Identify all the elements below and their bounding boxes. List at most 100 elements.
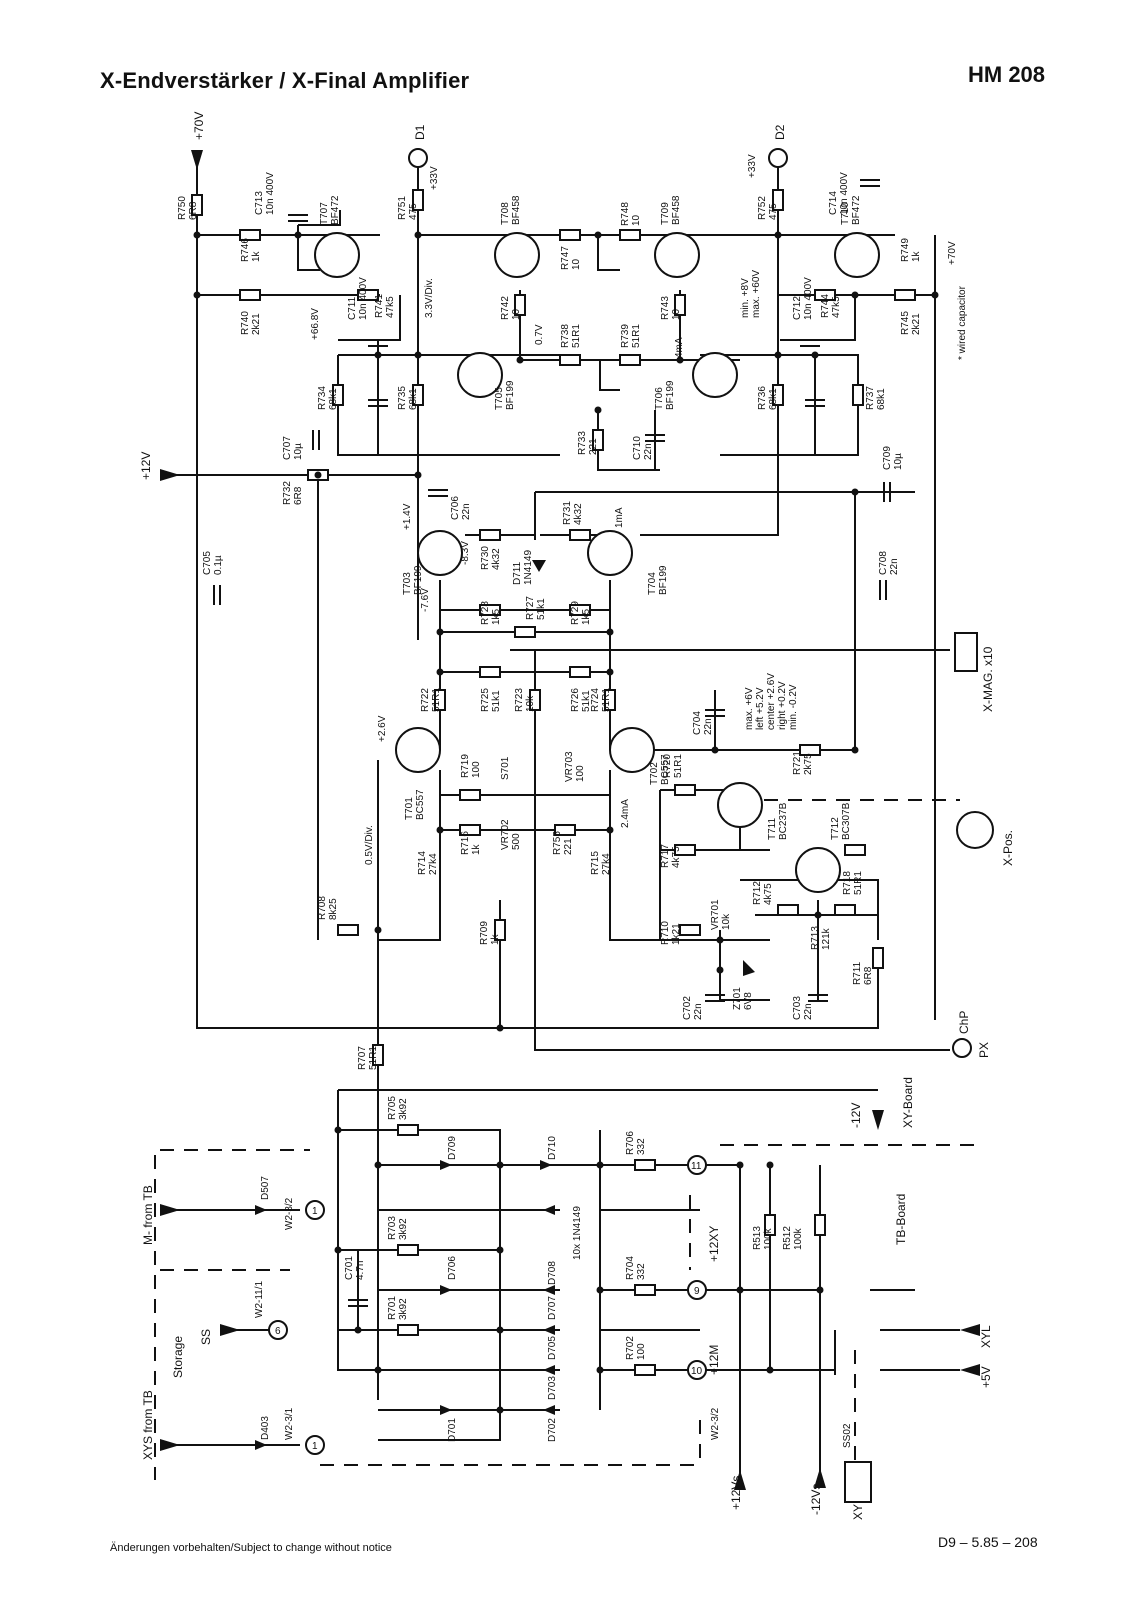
resistor-value-r717: 4k75 [671, 846, 682, 868]
xpos-note-line-4: min. -0.2V [788, 684, 799, 730]
part-ref-d708: D708 [547, 1261, 558, 1285]
resistor-value-r512: 100k [793, 1227, 804, 1250]
resistor-value-r720: 51R1 [673, 754, 684, 778]
capacitor-value-c710: 22n [643, 443, 654, 460]
transistor-ref-t708: T708 [500, 202, 511, 225]
capacitor-ref-c702: C702 [682, 996, 693, 1020]
page-title: X-Endverstärker / X-Final Amplifier [100, 68, 470, 93]
part-ref-d507: D507 [260, 1176, 271, 1200]
resistor-value-r736: 68k1 [768, 388, 779, 410]
resistor-ref-r721: R721 [792, 751, 803, 775]
xpos-note-line-1: left +5.2V [755, 687, 766, 730]
resistor-ref-r729: R729 [570, 601, 581, 625]
resistor-ref-r752: R752 [757, 196, 768, 220]
part-value-z701: 6V8 [743, 992, 754, 1010]
resistor-value-r721: 2k75 [803, 753, 814, 775]
rail-label-p12m: +12M [707, 1345, 721, 1375]
voltage-label-5: -7.6V [420, 588, 431, 612]
pin-1a: 1 [312, 1206, 318, 1217]
transistor-ref-t706: T706 [654, 387, 665, 410]
resistor-value-r739: 51R1 [631, 324, 642, 348]
resistor-value-r749: 1k [911, 250, 922, 262]
resistor-value-r748: 10 [631, 214, 642, 226]
resistor-value-r728: 1k5 [491, 608, 502, 625]
capacitor-value-c709: 10µ [893, 453, 904, 470]
resistor-value-r724: 51R1 [601, 688, 612, 712]
resistor-ref-r704: R704 [625, 1256, 636, 1280]
resistor-ref-r730: R730 [480, 546, 491, 570]
rail-label-p12xy: +12XY [707, 1226, 721, 1262]
pin-10: 10 [691, 1366, 703, 1377]
transistor-ref-t710: T710 [840, 202, 851, 225]
resistor-ref-r749: R749 [900, 238, 911, 262]
resistor-ref-r732: R732 [282, 481, 293, 505]
resistor-ref-r725: R725 [480, 688, 491, 712]
part-value-vr701: 10k [721, 913, 732, 930]
resistor-ref-r702: R702 [625, 1336, 636, 1360]
resistor-ref-r751: R751 [397, 196, 408, 220]
transistor-ref-t702: T702 [649, 762, 660, 785]
resistor-value-r708: 8k25 [328, 898, 339, 920]
rail-label-p5v: +5V [979, 1366, 993, 1388]
terminal-d2: D2 [773, 124, 787, 140]
resistor-ref-r720: R720 [662, 754, 673, 778]
resistor-value-r727: 51k1 [536, 598, 547, 620]
resistor-ref-r742: R742 [500, 296, 511, 320]
capacitor-value-c703: 22n [803, 1003, 814, 1020]
part-ref-d701: D701 [447, 1418, 458, 1442]
resistor-ref-r728: R728 [480, 601, 491, 625]
resistor-value-r723: 10k [525, 695, 536, 712]
part-ref-d403: D403 [260, 1416, 271, 1440]
voltage-label-6: 1mA [614, 507, 625, 528]
resistor-ref-r722: R722 [420, 688, 431, 712]
part-ref-vr702: VR702 [500, 819, 511, 850]
resistor-ref-r734: R734 [317, 386, 328, 410]
part-ref-d706: D706 [447, 1256, 458, 1280]
resistor-value-r513: 100k [763, 1227, 774, 1250]
junction-dots [193, 231, 939, 1414]
resistor-ref-r735: R735 [397, 386, 408, 410]
voltage-label-10: 2.4mA [620, 799, 631, 828]
transistor-symbols [314, 232, 880, 893]
resistor-ref-r711: R711 [852, 961, 863, 985]
capacitor-ref-c710: C710 [632, 436, 643, 460]
dashed-lines [154, 649, 980, 1480]
resistor-value-r750: 6R8 [188, 201, 199, 220]
terminal-labels: D1 D2 ChP PX X-MAG. x10 X-Pos. XYL XY [413, 124, 1015, 1520]
resistor-ref-r740: R740 [240, 311, 251, 335]
resistor-ref-r724: R724 [590, 688, 601, 712]
resistor-value-r712: 4k75 [763, 883, 774, 905]
rail-label-p70v-right: +70V [947, 241, 958, 265]
part-ref-d703: D703 [547, 1376, 558, 1400]
capacitor-ref-c711: C711 [347, 296, 358, 320]
capacitor-ref-c708: C708 [878, 551, 889, 575]
connector-w232: W2-3/2 [284, 1197, 295, 1230]
voltage-label-0: +66.8V [310, 308, 321, 340]
resistor-value-r742: 10 [511, 308, 522, 320]
resistor-ref-r731: R731 [562, 501, 573, 525]
resistor-ref-r748: R748 [620, 202, 631, 226]
rail-label-p12v: +12V [139, 452, 153, 480]
rail-label-p12vs: +12Vs [729, 1476, 743, 1510]
capacitor-ref-c701: C701 [344, 1256, 355, 1280]
resistor-value-r725: 51k1 [491, 690, 502, 712]
resistor-ref-r513: R513 [752, 1226, 763, 1250]
resistor-ref-r741: R741 [374, 294, 385, 318]
connector-w232b: W2-3/2 [710, 1407, 721, 1440]
resistor-value-r733: 221 [588, 438, 599, 455]
resistor-value-r702: 100 [636, 1343, 647, 1360]
resistor-ref-r746: R746 [240, 238, 251, 262]
capacitor-value-c707: 10µ [293, 443, 304, 460]
capacitor-ref-c713: C713 [254, 191, 265, 215]
terminal-symbols [268, 148, 994, 1503]
resistor-ref-r733: R733 [577, 431, 588, 455]
transistor-type-t702: BC557 [660, 754, 671, 785]
resistor-value-r716: 1k [471, 843, 482, 855]
resistor-symbols [191, 189, 916, 1376]
board-xy: XY-Board [901, 1077, 915, 1128]
rail-label-p33v-left: +33V [429, 166, 440, 190]
capacitor-symbols [213, 179, 891, 1307]
input-m-from-tb: M- from TB [141, 1185, 155, 1245]
resistor-value-r745: 2k21 [911, 313, 922, 335]
